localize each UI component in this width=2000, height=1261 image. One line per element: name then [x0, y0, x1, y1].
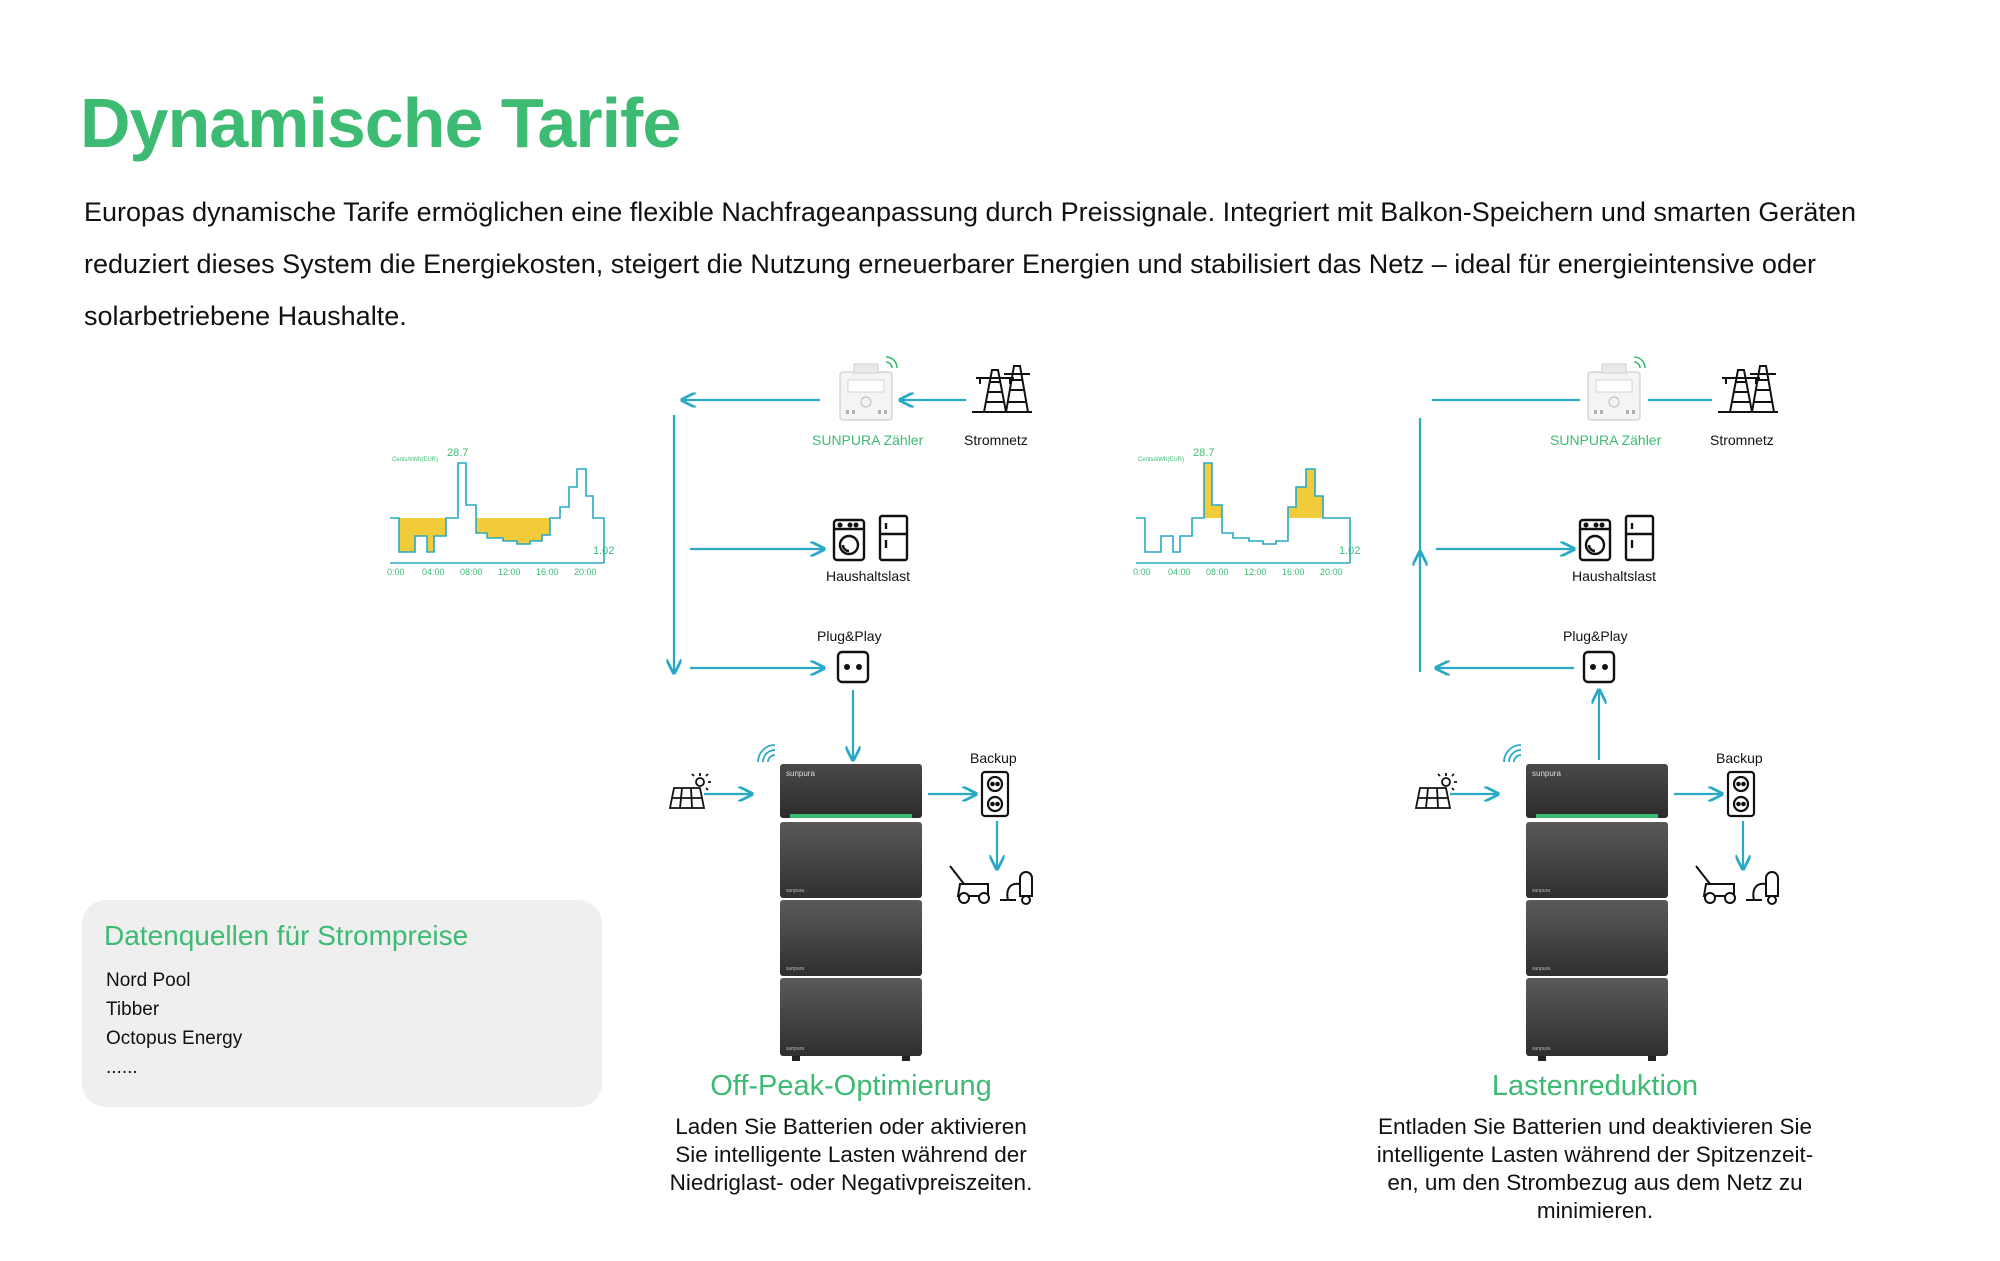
chart-tick: 12:00 — [1244, 567, 1267, 577]
chart-min-label: 1.02 — [593, 545, 614, 557]
plug-label: Plug&Play — [1563, 628, 1628, 644]
brand-logo: sunpura — [1532, 888, 1550, 894]
caption-text-off-peak: Laden Sie Batterien oder aktivieren Sie … — [551, 1113, 1151, 1197]
backup-socket-icon — [1726, 770, 1756, 818]
page-title: Dynamische Tarife — [80, 84, 681, 162]
list-item: Tibber — [106, 999, 160, 1020]
caption-line: Laden Sie Batterien oder aktivieren — [675, 1114, 1027, 1139]
grid-label: Stromnetz — [1710, 432, 1774, 448]
vacuum-icon — [1746, 871, 1779, 905]
grid-label: Stromnetz — [964, 432, 1028, 448]
smart-meter-icon — [1587, 356, 1646, 421]
price-chart-right: Cents/kWh(EUR) 28.7 1.02 0:00 04:00 08:0… — [1133, 447, 1360, 577]
brand-logo: sunpura — [1532, 769, 1561, 778]
fridge-icon — [878, 514, 909, 562]
wifi-icon — [1633, 356, 1646, 369]
price-line — [390, 462, 605, 563]
chart-tick: 12:00 — [498, 567, 521, 577]
low-price-fill — [390, 518, 550, 552]
chart-tick: 16:00 — [1282, 567, 1305, 577]
household-label: Haushaltslast — [826, 568, 911, 584]
sources-heading: Datenquellen für Strompreise — [104, 920, 469, 951]
chart-unit: Cents/kWh(EUR) — [392, 457, 438, 463]
chart-tick: 20:00 — [1320, 567, 1343, 577]
caption-line: Niedriglast- oder Negativpreiszeiten. — [669, 1170, 1033, 1195]
washing-machine-icon — [832, 518, 866, 562]
peak-price-fill — [1204, 463, 1222, 518]
caption-title-off-peak: Off-Peak-Optimierung — [710, 1070, 992, 1102]
chart-tick: 20:00 — [574, 567, 597, 577]
brand-logo: sunpura — [1532, 966, 1550, 972]
chart-min-label: 1.02 — [1339, 545, 1360, 557]
vacuum-icon — [1000, 871, 1033, 905]
brand-logo: sunpura — [786, 888, 804, 894]
wifi-icon — [885, 356, 898, 369]
caption-line: minimieren. — [1536, 1198, 1654, 1223]
backup-socket-icon — [980, 770, 1010, 818]
chart-tick: 08:00 — [460, 567, 483, 577]
lawn-mower-icon — [949, 865, 990, 904]
plug-socket-icon — [836, 650, 870, 684]
fridge-icon — [1624, 514, 1655, 562]
brand-logo: sunpura — [786, 966, 804, 972]
chart-tick: 0:00 — [387, 567, 405, 577]
meter-label: SUNPURA Zähler — [1550, 432, 1662, 448]
battery-stack-right: sunpura sunpura sunpura sunpura — [1526, 764, 1668, 1061]
caption-line: Entladen Sie Batterien und deaktivieren … — [1377, 1114, 1813, 1139]
plug-label: Plug&Play — [817, 628, 882, 644]
power-tower-icon — [1718, 365, 1778, 413]
list-item: Octopus Energy — [106, 1028, 243, 1049]
chart-unit: Cents/kWh(EUR) — [1138, 457, 1184, 463]
backup-label: Backup — [970, 750, 1017, 766]
price-line — [1136, 462, 1351, 563]
chart-tick: 08:00 — [1206, 567, 1229, 577]
diagram-off-peak: Cents/kWh(EUR) 28.7 1.02 0:00 04:00 08:0… — [387, 356, 1033, 1061]
chart-max-label: 28.7 — [447, 447, 468, 459]
lawn-mower-icon — [1695, 865, 1736, 904]
solar-panel-icon — [668, 773, 711, 809]
brand-logo: sunpura — [786, 1046, 804, 1052]
caption-title-load-reduction: Lastenreduktion — [1491, 1070, 1699, 1102]
plug-socket-icon — [1582, 650, 1616, 684]
intro-paragraph: Europas dynamische Tarife ermöglichen ei… — [84, 197, 1856, 331]
wifi-icon — [757, 744, 776, 763]
meter-label: SUNPURA Zähler — [812, 432, 924, 448]
chart-max-label: 28.7 — [1193, 447, 1214, 459]
caption-text-load-reduction: Entladen Sie Batterien und deaktivieren … — [1295, 1113, 1895, 1225]
sources-list: Nord Pool Tibber Octopus Energy ...... — [106, 966, 242, 1082]
power-tower-icon — [972, 365, 1032, 413]
brand-logo: sunpura — [786, 769, 815, 778]
solar-panel-icon — [1414, 773, 1457, 809]
caption-line: Sie intelligente Lasten während der — [675, 1142, 1027, 1167]
household-label: Haushaltslast — [1572, 568, 1657, 584]
price-chart-left: Cents/kWh(EUR) 28.7 1.02 0:00 04:00 08:0… — [387, 447, 614, 577]
battery-stack-left: sunpura sunpura sunpura sunpura — [780, 764, 922, 1061]
price-data-sources-box: Datenquellen für Strompreise Nord Pool T… — [82, 900, 602, 1107]
list-item: Nord Pool — [106, 970, 191, 991]
chart-tick: 0:00 — [1133, 567, 1151, 577]
caption-line: en, um den Strombezug aus dem Netz zu — [1387, 1170, 1803, 1195]
list-item: ...... — [106, 1057, 138, 1078]
brand-logo: sunpura — [1532, 1046, 1550, 1052]
smart-meter-icon — [839, 356, 898, 421]
chart-tick: 04:00 — [422, 567, 445, 577]
chart-tick: 16:00 — [536, 567, 559, 577]
diagram-load-reduction: Cents/kWh(EUR) 28.7 1.02 0:00 04:00 08:0… — [1133, 356, 1779, 1061]
caption-line: intelligente Lasten während der Spitzenz… — [1376, 1142, 1814, 1167]
chart-tick: 04:00 — [1168, 567, 1191, 577]
washing-machine-icon — [1578, 518, 1612, 562]
backup-label: Backup — [1716, 750, 1763, 766]
wifi-icon — [1503, 744, 1522, 763]
